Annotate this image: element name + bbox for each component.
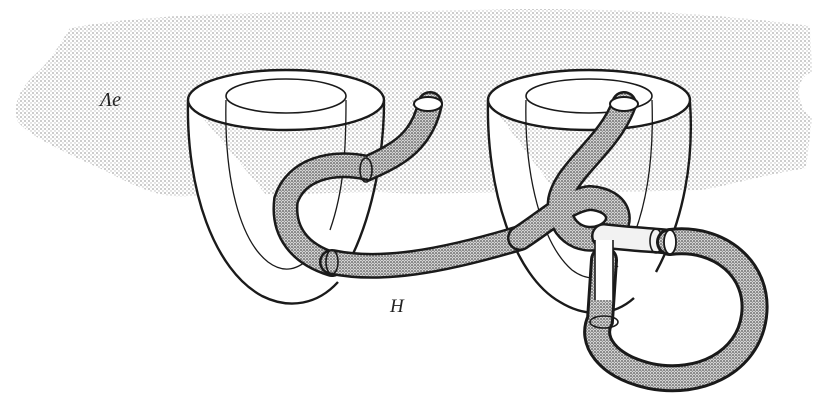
handle-label: H — [389, 296, 405, 317]
loop-tube — [590, 230, 755, 378]
plane-label: Λe — [98, 89, 121, 111]
